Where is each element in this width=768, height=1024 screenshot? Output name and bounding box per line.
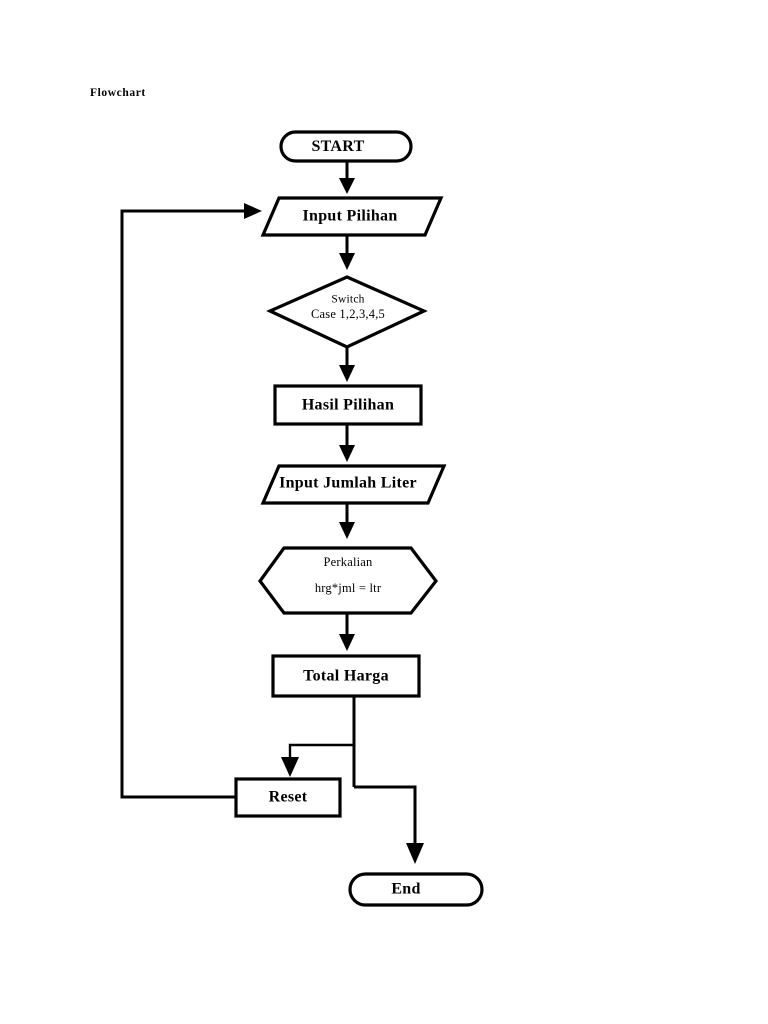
- node-perkalian-label-line2: hrg*jml = ltr: [315, 581, 382, 595]
- arrow-down-icon: [339, 178, 355, 194]
- node-switch-label-line2: Case 1,2,3,4,5: [311, 307, 385, 321]
- total-harga-shape: [271, 654, 421, 698]
- feedback-loop-line: [120, 209, 246, 799]
- edge-switch-to-hasil-pilihan: [339, 347, 355, 382]
- end-shape: [348, 872, 484, 907]
- node-total-harga[interactable]: Total Harga: [271, 654, 421, 698]
- node-start[interactable]: START: [279, 130, 413, 163]
- arrow-down-icon: [339, 253, 355, 270]
- node-input-jumlah-label: Input Jumlah Liter: [279, 475, 417, 492]
- node-end-label: End: [391, 881, 420, 898]
- edge-input-jumlah-to-perkalian: [339, 503, 355, 539]
- node-total-harga-label: Total Harga: [303, 668, 389, 685]
- page-title: Flowchart: [90, 87, 146, 99]
- edge-input-pilihan-to-switch: [339, 235, 355, 270]
- arrow-down-icon: [339, 634, 355, 651]
- node-input-jumlah[interactable]: Input Jumlah Liter: [260, 464, 447, 505]
- arrow-down-icon: [406, 843, 424, 864]
- arrow-down-icon: [281, 757, 299, 777]
- node-reset-label: Reset: [269, 789, 308, 806]
- edge-hasil-pilihan-to-input-jumlah: [339, 424, 355, 462]
- arrow-down-icon: [339, 522, 355, 539]
- edge-total-harga-to-reset: [281, 743, 354, 777]
- node-switch[interactable]: Switch Case 1,2,3,4,5: [266, 275, 428, 349]
- edge-start-to-input-pilihan: [339, 161, 355, 194]
- node-input-pilihan-label: Input Pilihan: [302, 208, 397, 225]
- node-reset[interactable]: Reset: [234, 777, 342, 818]
- arrow-down-icon: [339, 445, 355, 462]
- edge-line: [354, 785, 417, 845]
- arrow-right-icon: [244, 203, 262, 219]
- node-input-pilihan[interactable]: Input Pilihan: [260, 196, 444, 237]
- input-jumlah-shape: [260, 464, 447, 505]
- node-perkalian-label-line1: Perkalian: [323, 555, 373, 569]
- input-pilihan-shape: [260, 196, 444, 237]
- perkalian-shape: [258, 546, 439, 615]
- edge-line: [288, 743, 354, 760]
- arrow-down-icon: [339, 365, 355, 382]
- node-hasil-pilihan[interactable]: Hasil Pilihan: [273, 384, 423, 426]
- node-start-label: START: [311, 138, 364, 155]
- edge-perkalian-to-total-harga: [339, 613, 355, 651]
- node-switch-label-line1: Switch: [331, 294, 364, 306]
- edge-total-harga-to-end: [354, 785, 424, 864]
- node-perkalian[interactable]: Perkalian hrg*jml = ltr: [258, 546, 439, 615]
- node-end[interactable]: End: [348, 872, 484, 907]
- node-hasil-pilihan-label: Hasil Pilihan: [302, 397, 394, 414]
- edge-reset-to-input-pilihan: [120, 203, 262, 799]
